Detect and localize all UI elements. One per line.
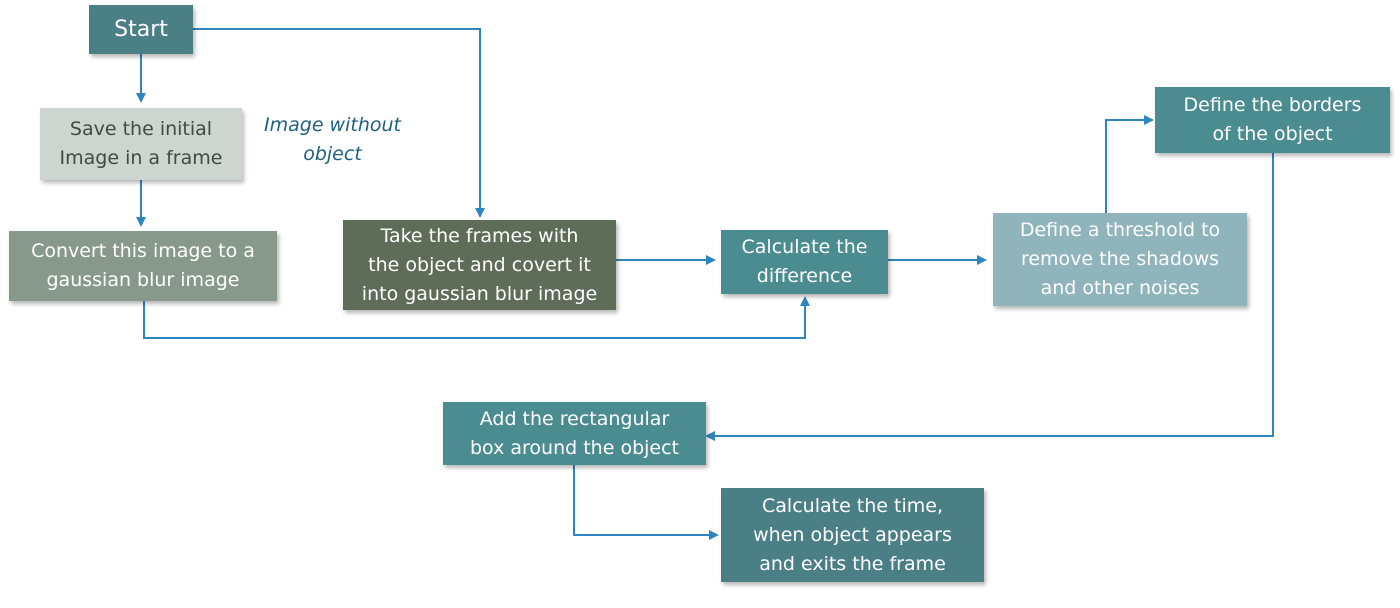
add-rectangular-box-node: Add the rectangular box around the objec… [443,402,706,465]
arrow-convert-to-difference [143,296,810,339]
calculate-time-node: Calculate the time, when object appears … [721,488,984,582]
arrow-rect-box-to-calc-time [573,465,719,540]
calculate-time-label: Calculate the time, when object appears … [753,494,952,575]
define-borders-node: Define the borders of the object [1155,87,1390,153]
convert-gaussian-blur-label: Convert this image to a gaussian blur im… [31,240,255,291]
take-frames-label: Take the frames with the object and cove… [361,224,598,305]
calculate-difference-label: Calculate the difference [741,236,868,287]
arrow-start-to-take-frames [193,28,485,218]
arrow-borders-to-rect-box [705,153,1274,441]
save-initial-image-node: Save the initial Image in a frame [40,108,242,180]
arrow-threshold-to-borders [1105,115,1154,213]
convert-gaussian-blur-node: Convert this image to a gaussian blur im… [9,231,277,301]
define-borders-label: Define the borders of the object [1183,94,1362,145]
start-node-label: Start [114,17,168,42]
take-frames-node: Take the frames with the object and cove… [343,220,616,310]
define-threshold-label: Define a threshold to remove the shadows… [1019,219,1221,299]
start-node: Start [89,5,193,54]
image-without-object-annotation: Image without object [264,114,401,165]
add-rectangular-box-label: Add the rectangular box around the objec… [470,407,679,459]
calculate-difference-node: Calculate the difference [721,230,888,294]
save-initial-image-label: Save the initial Image in a frame [59,118,223,169]
define-threshold-node: Define a threshold to remove the shadows… [993,213,1247,306]
